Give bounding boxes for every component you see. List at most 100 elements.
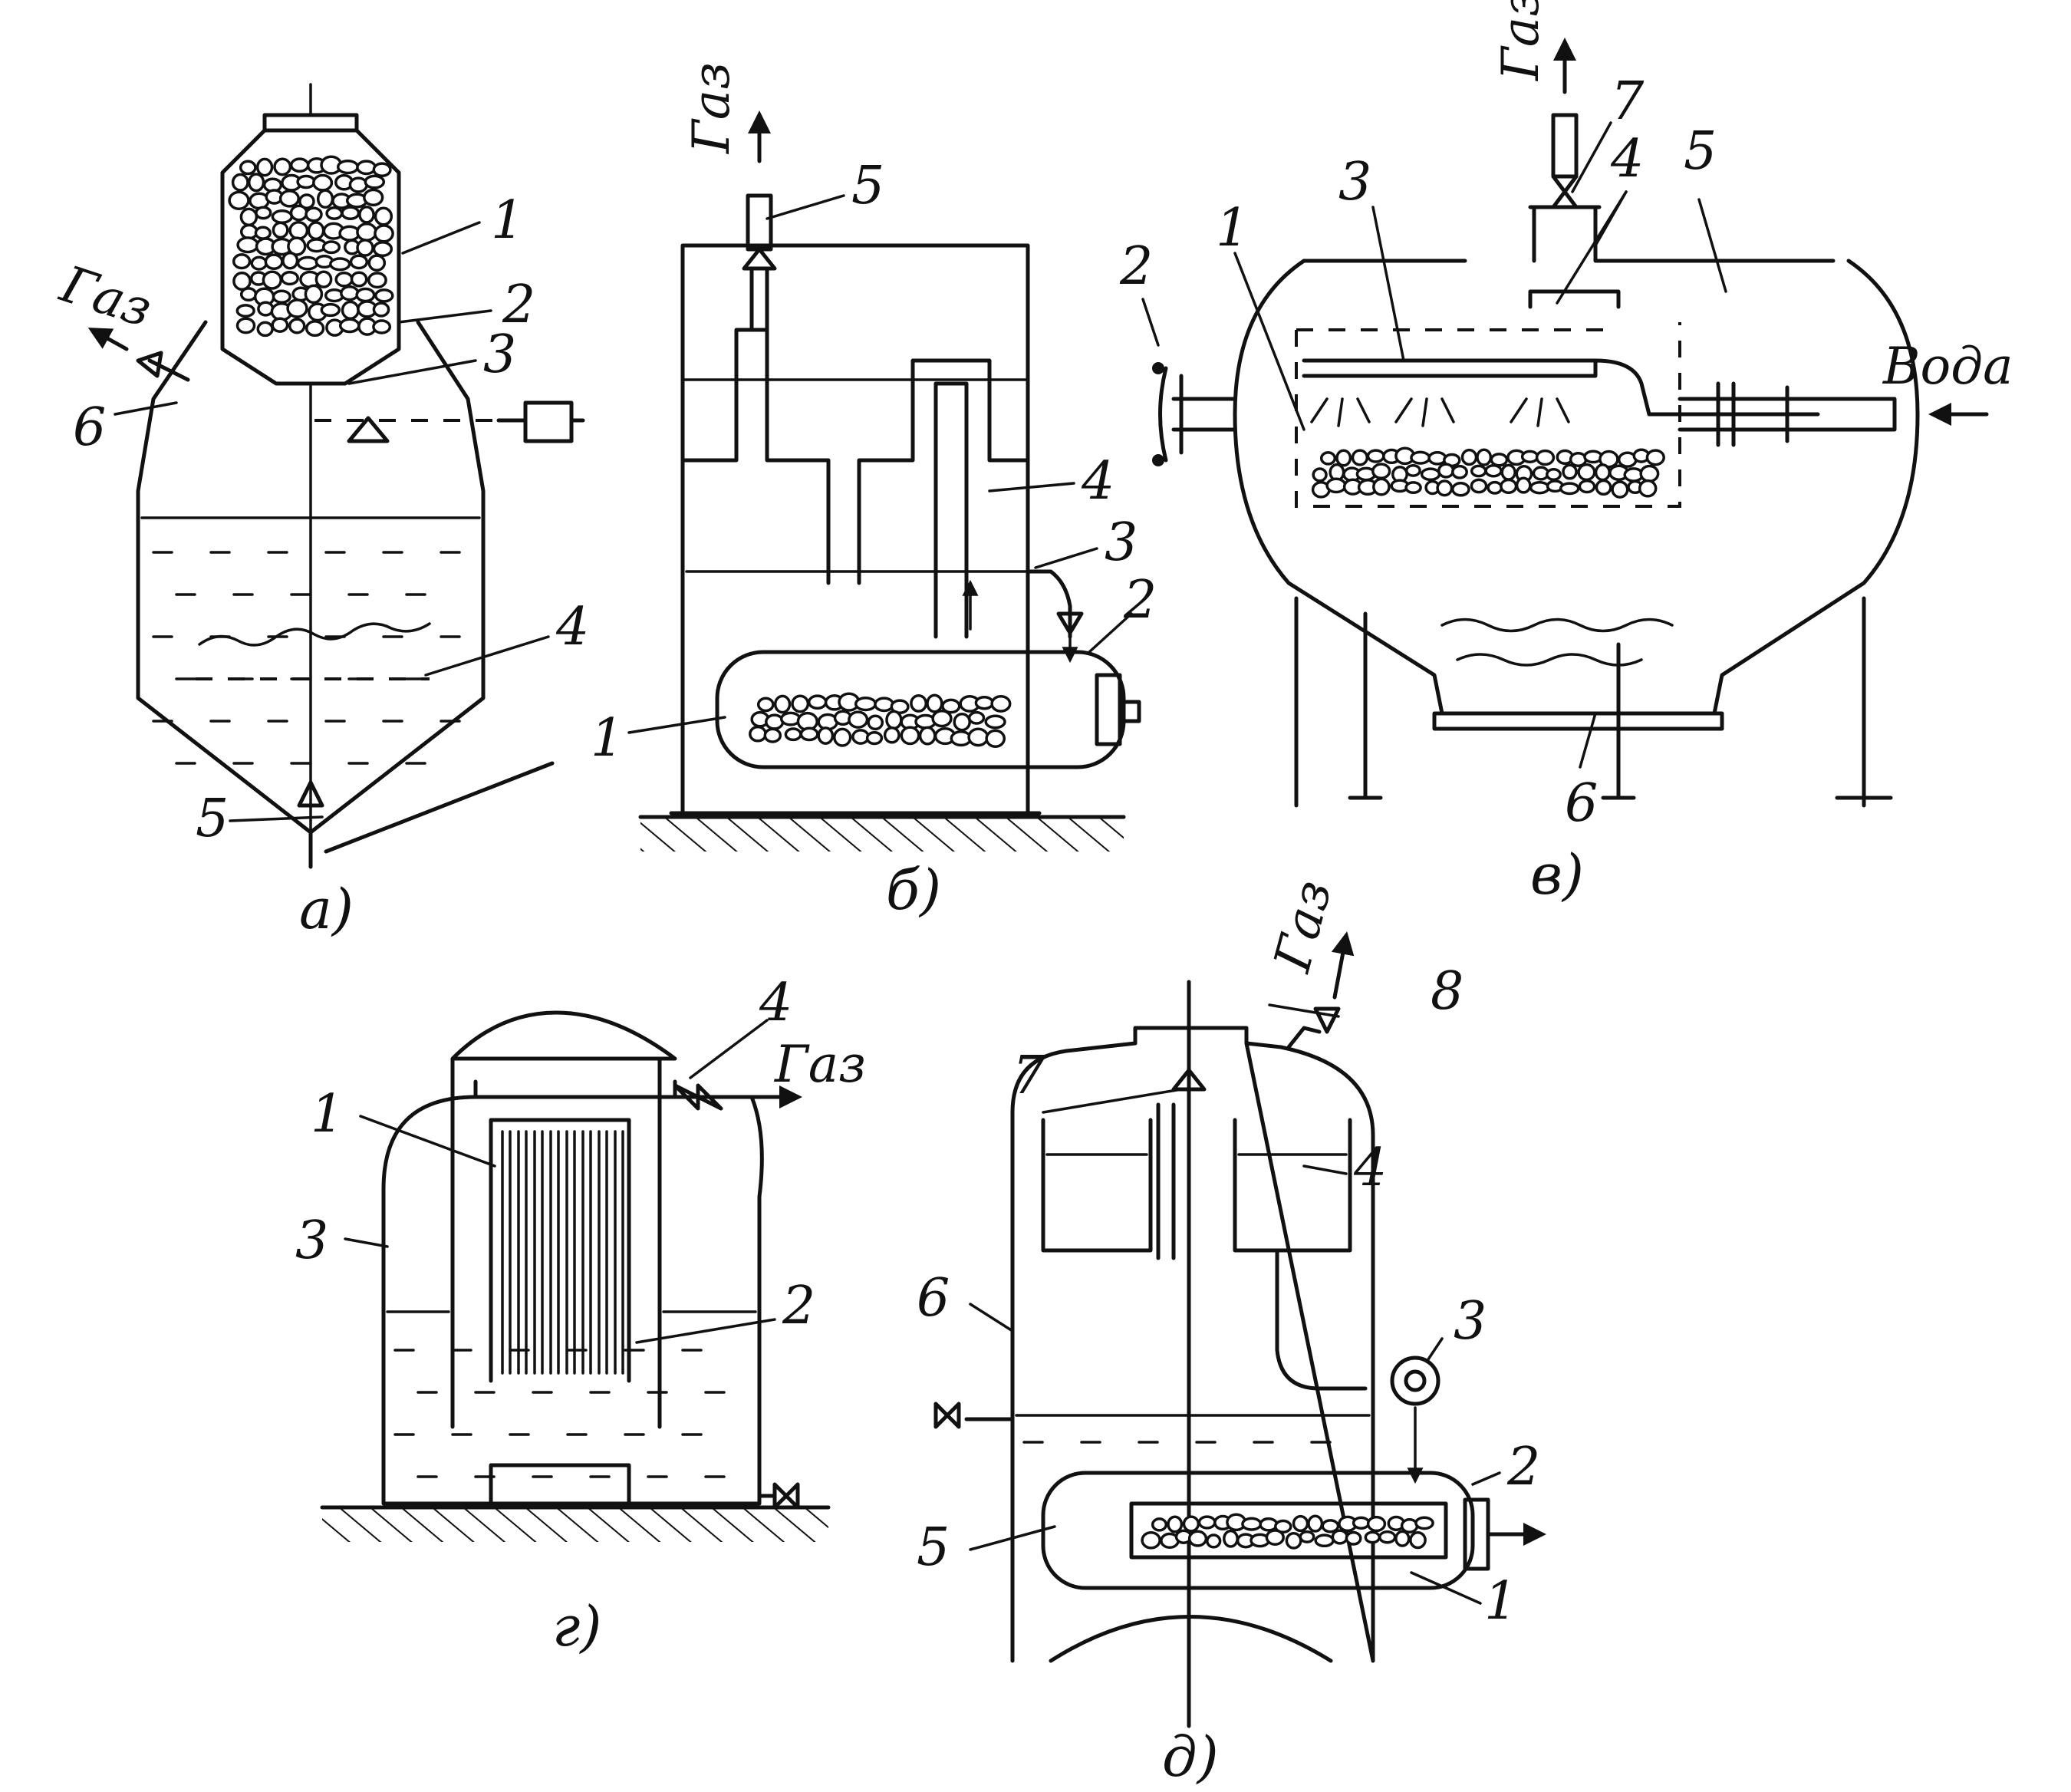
- pebble: [374, 288, 394, 303]
- pebble: [1371, 463, 1391, 479]
- upper-tanks: [1041, 1118, 1352, 1253]
- carbide-rod: [549, 1130, 560, 1375]
- gas-label: Газ: [52, 254, 159, 339]
- pebble: [325, 206, 344, 220]
- pebble: [329, 257, 351, 272]
- pebble: [1451, 464, 1468, 479]
- pebble: [1167, 1515, 1184, 1533]
- pebble: [1312, 467, 1328, 483]
- pebble: [1451, 482, 1470, 497]
- pebble: [990, 694, 1012, 713]
- water-lines: [393, 1349, 726, 1478]
- label-3: 3: [1105, 512, 1138, 573]
- gas-outlet-pipe: [147, 358, 190, 382]
- pebble: [1265, 1529, 1285, 1546]
- pebble: [364, 174, 386, 189]
- label-8: 8: [1431, 961, 1464, 1022]
- bottom-arch: [1049, 1615, 1333, 1663]
- carbide-rod: [501, 1130, 512, 1375]
- label-6: 6: [917, 1268, 950, 1329]
- pebble: [1595, 479, 1612, 496]
- label-2: 2: [502, 275, 535, 335]
- bottom-flange: [1432, 711, 1724, 731]
- pebble: [1594, 463, 1611, 482]
- pebble: [833, 727, 852, 747]
- label-4: 4: [555, 597, 589, 657]
- gas-riser: [749, 266, 769, 332]
- valve-icon: [742, 247, 777, 271]
- gas-label: Газ: [773, 1035, 866, 1094]
- pebble: [334, 272, 354, 288]
- pebble: [239, 287, 258, 302]
- pebble: [1529, 480, 1550, 495]
- pebble: [289, 157, 310, 173]
- pebble: [791, 694, 810, 713]
- gas-dome: [1528, 205, 1602, 240]
- pebble: [1476, 448, 1493, 466]
- pebble: [1500, 478, 1518, 495]
- pebble: [1487, 480, 1503, 495]
- label-3: 3: [1338, 152, 1371, 212]
- panel-a: Газ 1 2 3 4 5 6 а): [52, 83, 589, 941]
- pebble: [372, 301, 390, 318]
- gas-outlet-pipe: [1551, 113, 1579, 179]
- carbide-tray: [1129, 1501, 1448, 1560]
- valve-icon: [1313, 1006, 1341, 1034]
- pebble: [756, 697, 775, 713]
- pebble: [288, 318, 306, 334]
- gas-outlet-pipe: [657, 1068, 693, 1099]
- bell: [450, 1010, 677, 1429]
- pebble: [910, 693, 928, 713]
- pebble: [1259, 1517, 1279, 1532]
- pebble: [799, 726, 819, 742]
- pebble: [984, 714, 1006, 730]
- carbide-pebbles: [228, 155, 394, 338]
- inner-tube: [1156, 1102, 1176, 1260]
- caption-v: в): [1530, 842, 1584, 907]
- pebble: [228, 190, 250, 210]
- pebble: [817, 726, 835, 745]
- pebble: [1141, 1530, 1161, 1550]
- pebble: [1515, 476, 1532, 494]
- pebble: [287, 236, 307, 256]
- label-3: 3: [1454, 1291, 1487, 1352]
- retort-door: [1095, 673, 1122, 746]
- panel-b: Газ 5 4 3 2 1 б): [591, 62, 1157, 922]
- pebble: [1182, 1515, 1200, 1533]
- pebble: [1436, 479, 1454, 497]
- pebble: [1197, 1515, 1217, 1530]
- label-2: 2: [1123, 570, 1157, 631]
- pebble: [272, 289, 291, 305]
- tank-outer: [669, 243, 1042, 815]
- central-tube: [933, 381, 969, 639]
- pebble: [1484, 463, 1503, 478]
- panel-d: Газ 7 8 4 3 2 6 5: [917, 874, 1546, 1789]
- pebble: [250, 255, 268, 271]
- arrow-icon: [1331, 931, 1355, 1000]
- label-3: 3: [483, 324, 516, 385]
- loading-door: [1171, 374, 1237, 455]
- pebble: [749, 725, 767, 743]
- pebble: [953, 713, 971, 732]
- pebble: [1490, 453, 1509, 467]
- pebble: [374, 224, 394, 243]
- sludge-layer: [198, 622, 431, 647]
- pebble: [247, 173, 265, 193]
- label-2: 2: [782, 1276, 815, 1336]
- label-3: 3: [295, 1211, 328, 1271]
- pebble: [1321, 1519, 1340, 1533]
- ground-hatch-icon: [640, 817, 1124, 852]
- pebble: [1460, 448, 1478, 466]
- pebble: [1520, 450, 1539, 463]
- pebble: [1307, 1514, 1324, 1533]
- gas-label: Газ: [682, 62, 741, 155]
- pebble: [1427, 450, 1447, 466]
- carbide-rod: [614, 1130, 624, 1375]
- pebble: [1274, 1519, 1292, 1534]
- pebble: [236, 236, 259, 254]
- valve-icon: [1056, 611, 1084, 635]
- spherical-shell: [1233, 259, 1920, 716]
- pebble: [350, 271, 368, 288]
- pebble: [1470, 464, 1487, 478]
- pebble: [372, 241, 393, 258]
